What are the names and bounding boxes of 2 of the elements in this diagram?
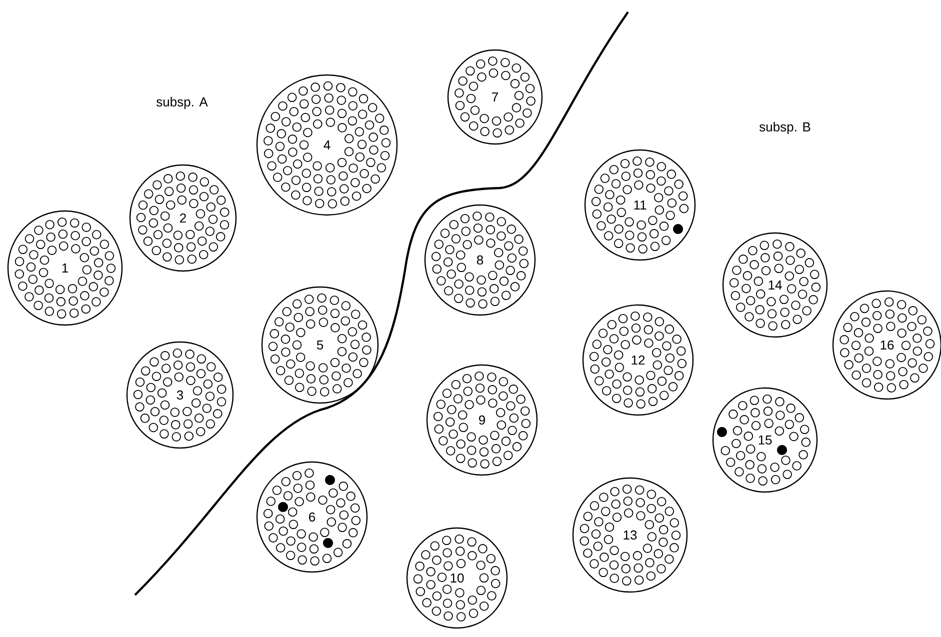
group-label: subsp. B: [759, 122, 810, 134]
group-label: subsp. A: [156, 96, 208, 110]
